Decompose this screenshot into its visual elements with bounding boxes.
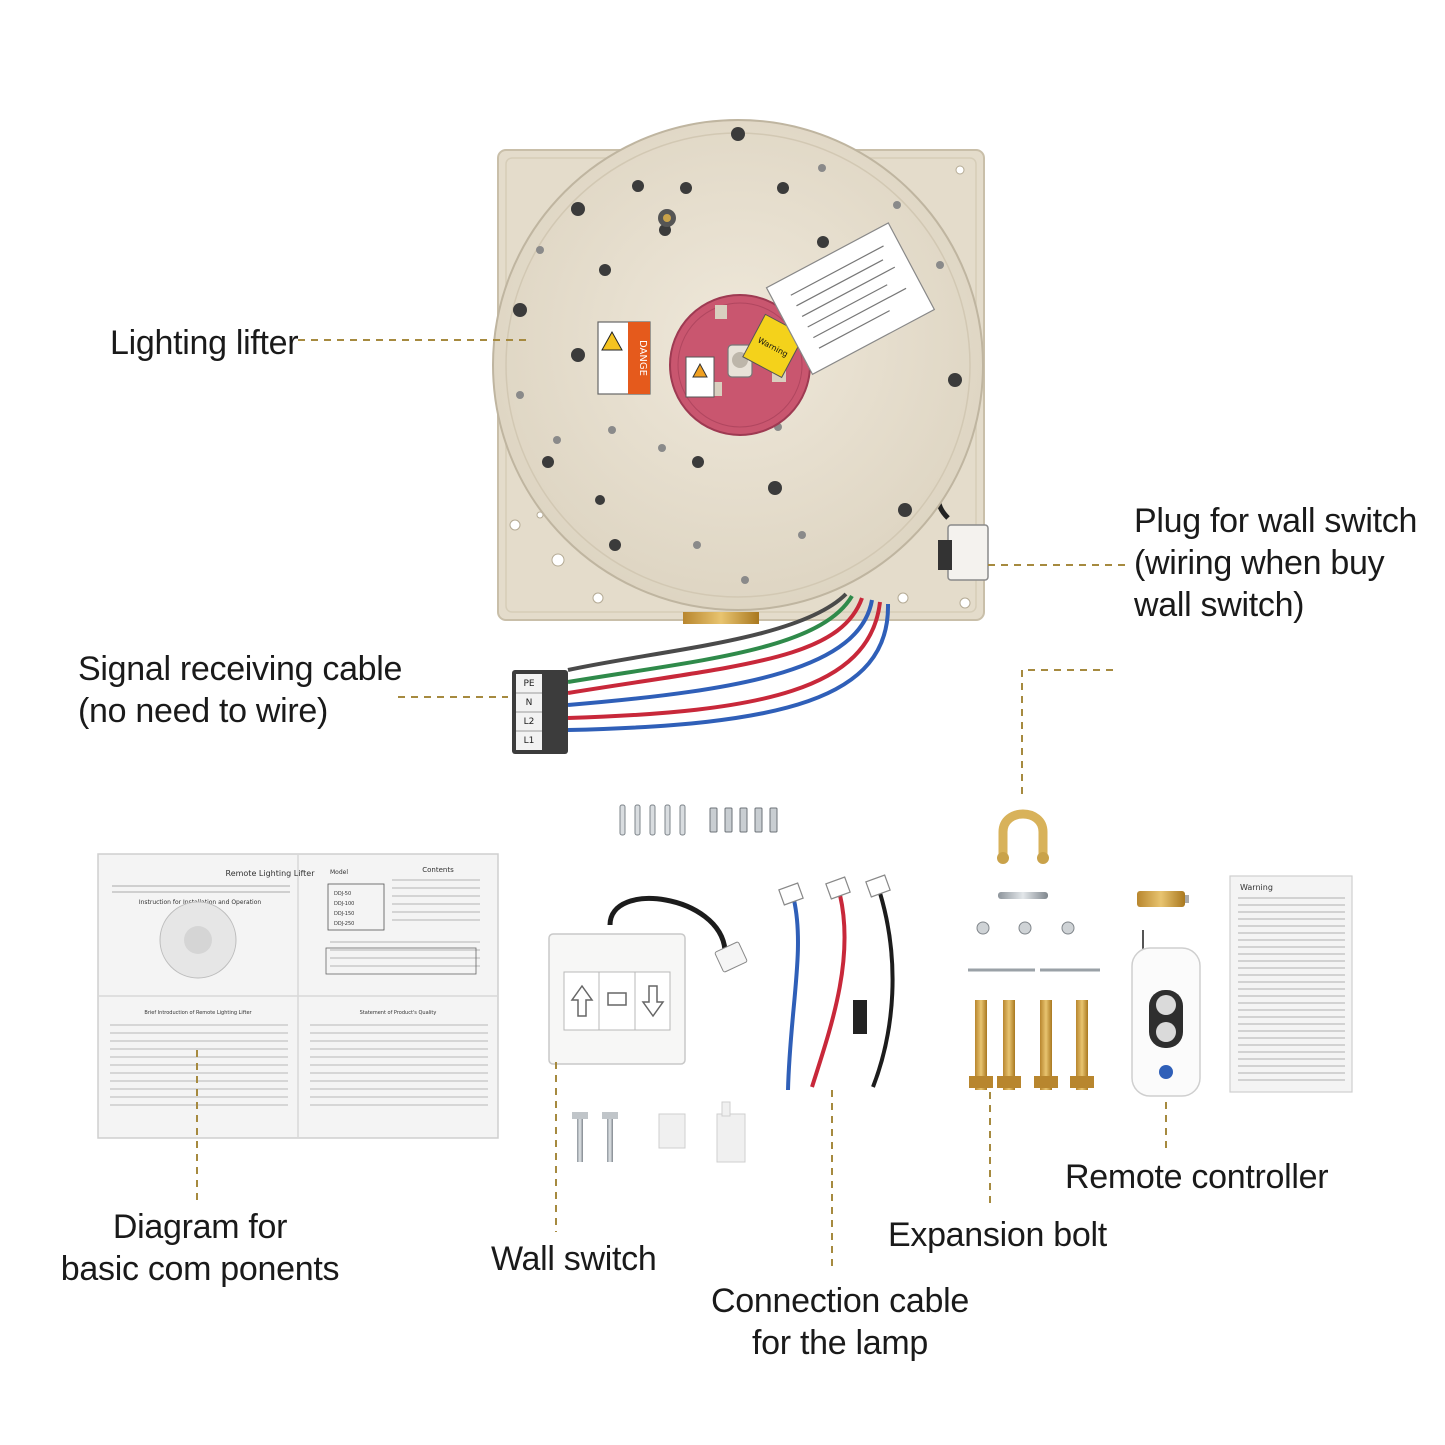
remote-up-button bbox=[1156, 995, 1176, 1015]
label-wall-switch: Wall switch bbox=[491, 1240, 657, 1278]
label-connection-cable-line-2: for the lamp bbox=[752, 1324, 928, 1362]
label-connection-cable-line-1: Connection cable bbox=[711, 1282, 969, 1320]
leader-lines bbox=[196, 339, 1167, 1268]
signal-wires bbox=[567, 592, 891, 732]
label-lighting-lifter: Lighting lifter bbox=[110, 324, 299, 362]
nuts bbox=[976, 921, 1075, 935]
label-remote-controller: Remote controller bbox=[1065, 1158, 1329, 1196]
danger-sticker-text: DANGE bbox=[637, 340, 648, 376]
connector-pin-l2: L2 bbox=[524, 717, 535, 727]
hinge bbox=[683, 612, 759, 624]
remote-logo-icon bbox=[1159, 1065, 1173, 1079]
switch-screws bbox=[572, 1101, 746, 1163]
u-bracket bbox=[997, 809, 1049, 864]
label-signal-cable-line-1: Signal receiving cable bbox=[78, 650, 403, 688]
connection-cables bbox=[786, 892, 895, 1091]
label-diagram: Diagram for basic com ponents bbox=[40, 1206, 360, 1290]
label-signal-cable: Signal receiving cable (no need to wire) bbox=[78, 648, 402, 732]
up-arrow-icon bbox=[570, 984, 594, 1017]
cotter-pins bbox=[619, 804, 686, 836]
signal-connector: PE N L2 L1 bbox=[512, 670, 568, 754]
down-arrow-icon bbox=[641, 985, 665, 1018]
label-wall-plug-line-3: wall switch) bbox=[1134, 586, 1305, 624]
instruction-manual: Remote Lighting Lifter Instruction for I… bbox=[97, 853, 499, 1139]
label-wall-plug: Plug for wall switch (wiring when buy wa… bbox=[1134, 500, 1417, 626]
label-diagram-line-2: basic com ponents bbox=[60, 1250, 340, 1288]
manual-model-3: DDJ-150 bbox=[334, 911, 354, 917]
manual-section-2: Statement of Product's Quality bbox=[360, 1010, 437, 1016]
label-diagram-line-1: Diagram for bbox=[112, 1208, 288, 1246]
expansion-bolts bbox=[969, 1000, 1094, 1090]
wall-switch-plug bbox=[947, 524, 989, 581]
manual-section-1: Brief Introduction of Remote Lighting Li… bbox=[144, 1010, 252, 1016]
label-connection-cable: Connection cable for the lamp bbox=[690, 1280, 990, 1364]
connector-pin-l1: L1 bbox=[524, 736, 535, 746]
manual-model-1: DDJ-50 bbox=[334, 891, 351, 897]
danger-sticker: DANGE bbox=[597, 321, 651, 395]
hinge-pin bbox=[998, 892, 1048, 899]
wall-switch bbox=[548, 896, 748, 1065]
label-expansion-bolt: Expansion bolt bbox=[888, 1216, 1107, 1254]
manual-contents-title: Contents bbox=[422, 866, 454, 874]
label-wall-plug-line-2: (wiring when buy bbox=[1134, 544, 1385, 582]
warning-card: Warning bbox=[1229, 875, 1353, 1093]
connector-pin-pe: PE bbox=[523, 679, 534, 689]
lighting-lifter: Warning DANGE bbox=[492, 119, 989, 754]
label-signal-cable-line-2: (no need to wire) bbox=[78, 692, 329, 730]
remote-down-button bbox=[1156, 1022, 1176, 1042]
manual-header: Remote Lighting Lifter bbox=[226, 869, 316, 878]
spec-label bbox=[765, 222, 936, 376]
connector-pin-n: N bbox=[526, 698, 533, 708]
warning-card-title: Warning bbox=[1240, 883, 1273, 892]
battery bbox=[1137, 891, 1189, 907]
remote-controller bbox=[1131, 930, 1201, 1097]
label-wall-plug-line-1: Plug for wall switch bbox=[1134, 502, 1418, 540]
manual-model-4: DDJ-250 bbox=[334, 921, 354, 927]
crimp-terminals bbox=[709, 807, 778, 833]
stop-icon bbox=[607, 992, 627, 1006]
manual-model-title: Model bbox=[330, 869, 348, 876]
manual-model-2: DDJ-100 bbox=[334, 901, 354, 907]
